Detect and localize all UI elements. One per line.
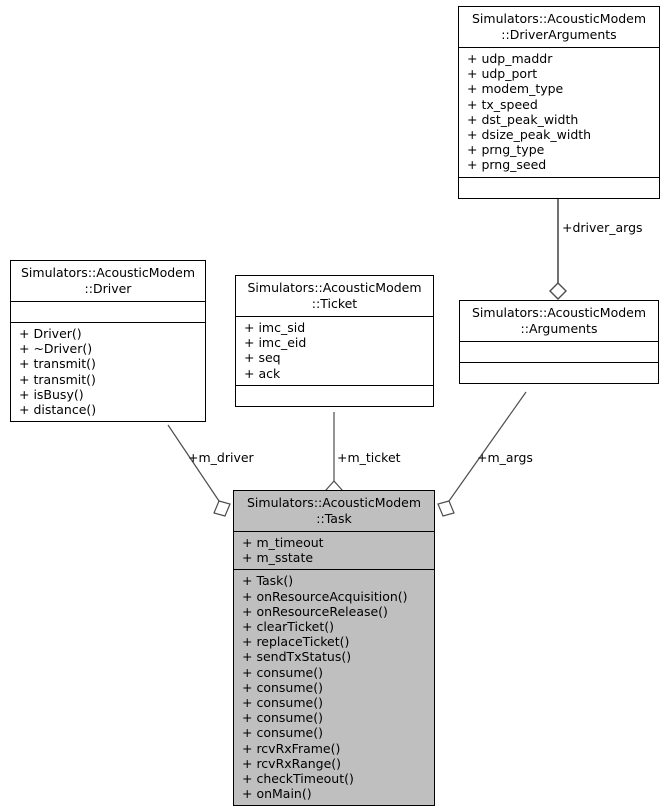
- attribute-item: + ack: [244, 365, 281, 381]
- attribute-item: + m_sstate: [242, 550, 314, 566]
- method-item: + consume(): [242, 679, 323, 695]
- edge-m-driver: [167, 424, 231, 517]
- edge-driver-args: [549, 198, 567, 300]
- attributes-compartment-task: + m_timeout + m_sstate: [234, 531, 434, 569]
- method-item: + checkTimeout(): [242, 771, 354, 787]
- class-title-ticket: Simulators::AcousticModem ::Ticket: [236, 276, 433, 316]
- class-box-ticket[interactable]: Simulators::AcousticModem ::Ticket + imc…: [235, 275, 434, 407]
- method-item: + consume(): [242, 710, 323, 726]
- methods-compartment-ticket: [236, 384, 433, 406]
- attribute-item: + udp_port: [467, 66, 538, 82]
- class-name-line: Simulators::AcousticModem: [246, 495, 422, 510]
- methods-compartment-driver: + Driver() + ~Driver() + transmit() + tr…: [11, 322, 205, 421]
- edge-label-m-driver: +m_driver: [188, 450, 254, 465]
- class-title-task: Simulators::AcousticModem ::Task: [234, 491, 434, 531]
- class-box-driver-arguments[interactable]: Simulators::AcousticModem ::DriverArgume…: [458, 6, 660, 199]
- edge-label-m-args: +m_args: [477, 450, 533, 465]
- attribute-item: + modem_type: [467, 81, 564, 97]
- method-item: + transmit(): [19, 371, 96, 387]
- class-name-line: Simulators::AcousticModem: [471, 11, 647, 26]
- method-item: + Driver(): [19, 326, 82, 341]
- method-item: + clearTicket(): [242, 619, 335, 635]
- class-name-line: ::Task: [316, 510, 352, 526]
- class-name-line: Simulators::AcousticModem: [471, 305, 647, 320]
- edge-label-m-ticket: +m_ticket: [337, 450, 401, 465]
- attribute-item: + imc_sid: [244, 320, 306, 335]
- attribute-item: + dsize_peak_width: [467, 127, 592, 143]
- method-item: + consume(): [242, 725, 323, 741]
- method-item: + ~Driver(): [19, 341, 93, 357]
- methods-compartment-task: + Task() + onResourceAcquisition() + onR…: [234, 569, 434, 805]
- method-item: + consume(): [242, 664, 323, 680]
- attribute-item: + prng_seed: [467, 157, 547, 173]
- attribute-item: + tx_speed: [467, 96, 538, 112]
- method-item: + rcvRxRange(): [242, 755, 342, 771]
- class-name-line: Simulators::AcousticModem: [20, 265, 196, 280]
- class-name-line: Simulators::AcousticModem: [247, 280, 422, 295]
- class-title-driver: Simulators::AcousticModem ::Driver: [11, 261, 205, 301]
- attributes-compartment-arguments: [460, 341, 658, 362]
- edge-label-driver-args: +driver_args: [562, 220, 643, 235]
- method-item: + isBusy(): [19, 386, 84, 402]
- class-name-line: ::Driver: [84, 280, 132, 296]
- class-box-arguments[interactable]: Simulators::AcousticModem ::Arguments: [459, 300, 659, 384]
- attribute-item: + prng_type: [467, 142, 545, 158]
- method-item: + sendTxStatus(): [242, 649, 352, 665]
- methods-compartment-arguments: [460, 362, 658, 383]
- attribute-item: + imc_eid: [244, 335, 307, 351]
- methods-compartment-driver-arguments: [459, 176, 659, 198]
- class-title-driver-arguments: Simulators::AcousticModem ::DriverArgume…: [459, 7, 659, 47]
- class-title-arguments: Simulators::AcousticModem ::Arguments: [460, 301, 658, 341]
- method-item: + onMain(): [242, 786, 312, 802]
- attributes-compartment-driver: [11, 301, 205, 322]
- attributes-compartment-ticket: + imc_sid + imc_eid + seq + ack: [236, 316, 433, 385]
- attributes-compartment-driver-arguments: + udp_maddr + udp_port + modem_type + tx…: [459, 47, 659, 177]
- method-item: + replaceTicket(): [242, 634, 350, 650]
- method-item: + consume(): [242, 695, 323, 711]
- class-name-line: ::DriverArguments: [501, 26, 617, 42]
- method-item: + distance(): [19, 402, 97, 418]
- class-name-line: ::Ticket: [311, 295, 358, 311]
- method-item: + Task(): [242, 573, 294, 589]
- method-item: + transmit(): [19, 356, 96, 372]
- attribute-item: + seq: [244, 350, 281, 366]
- method-item: + onResourceAcquisition(): [242, 588, 408, 604]
- class-box-task[interactable]: Simulators::AcousticModem ::Task + m_tim…: [233, 490, 435, 807]
- method-item: + rcvRxFrame(): [242, 740, 341, 756]
- attribute-item: + m_timeout: [242, 535, 324, 550]
- class-name-line: ::Arguments: [520, 320, 598, 336]
- class-box-driver[interactable]: Simulators::AcousticModem ::Driver + Dri…: [10, 260, 206, 423]
- attribute-item: + dst_peak_width: [467, 111, 579, 127]
- attribute-item: + udp_maddr: [467, 51, 553, 66]
- method-item: + onResourceRelease(): [242, 603, 388, 619]
